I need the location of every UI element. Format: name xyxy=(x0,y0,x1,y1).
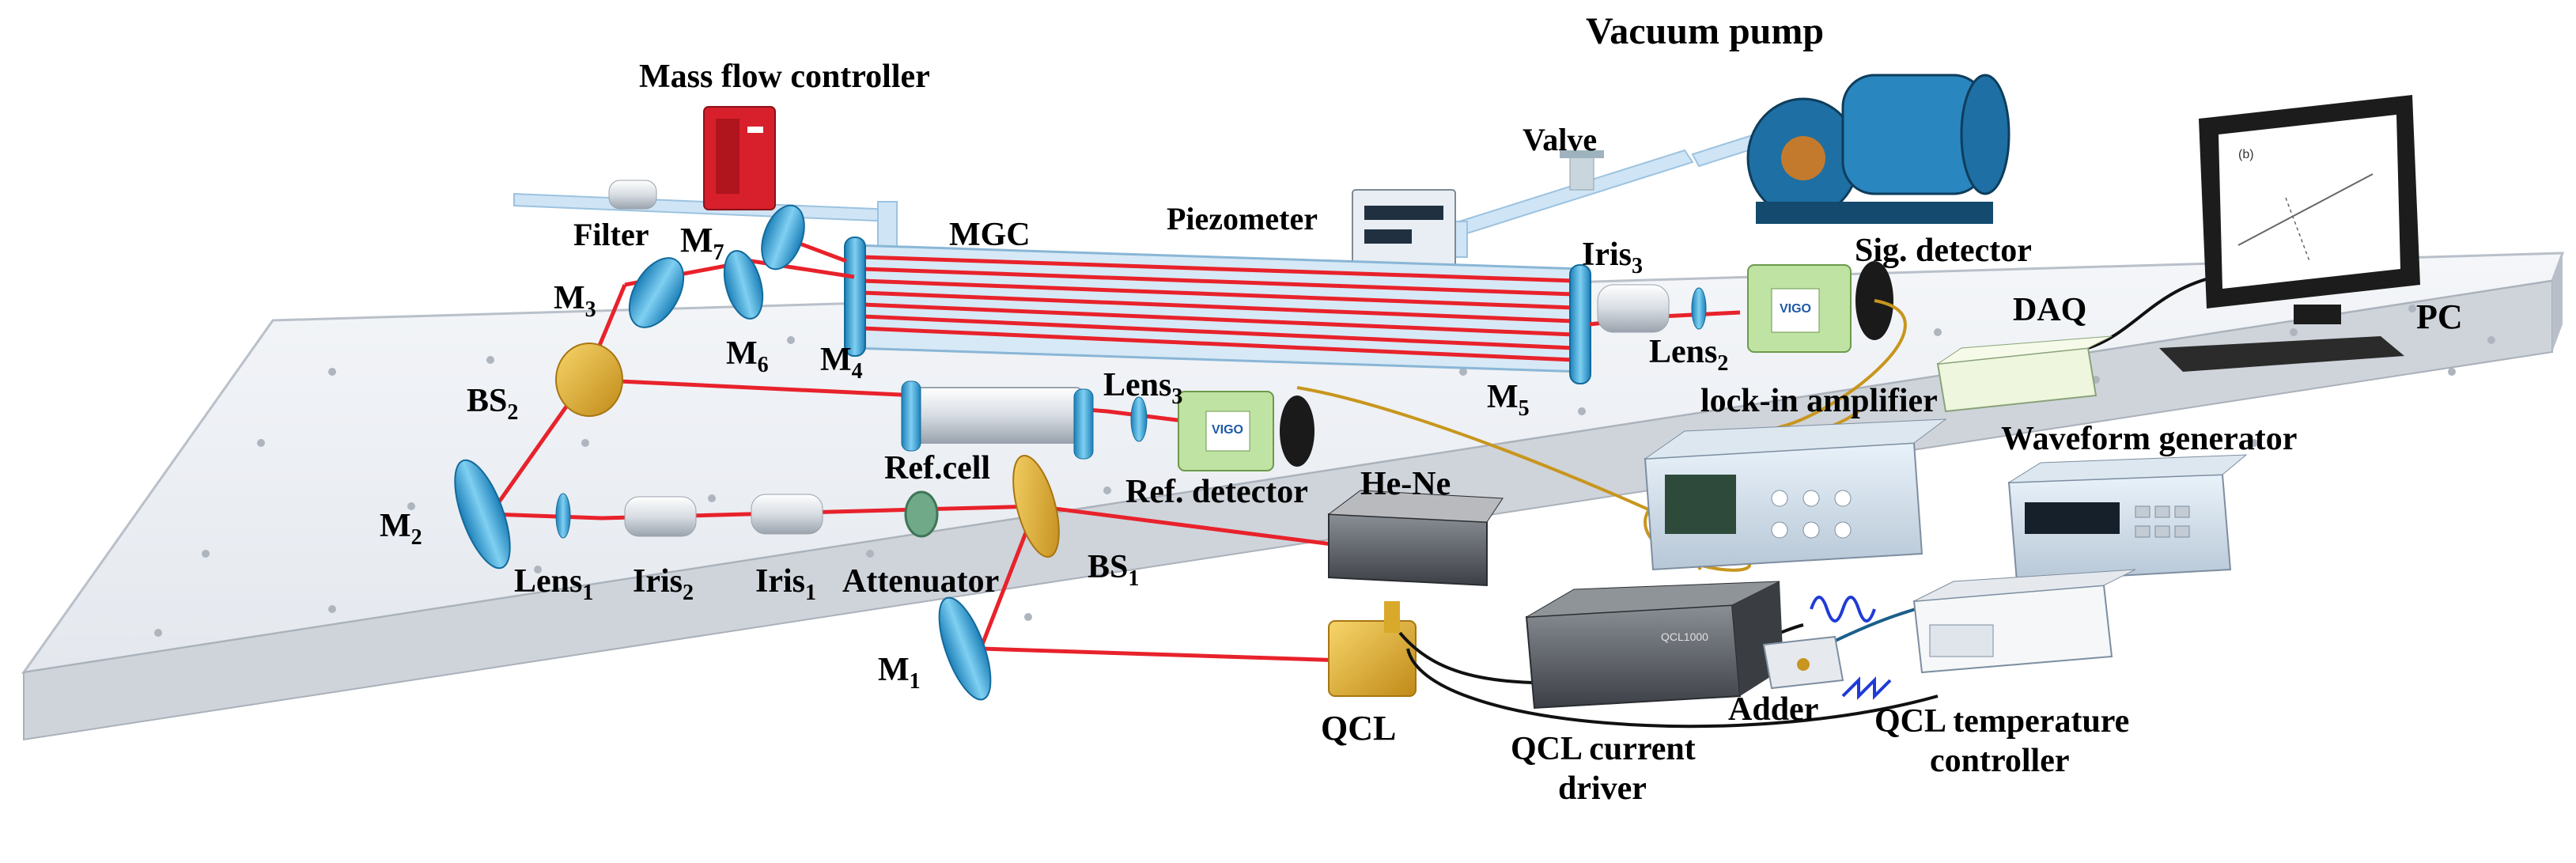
label-pc: PC xyxy=(2416,297,2463,336)
vacuum-pump xyxy=(1746,74,2010,224)
iris-2 xyxy=(624,496,697,537)
label-iris1: Iris1 xyxy=(755,563,816,605)
mirror-m4 xyxy=(844,237,866,357)
signal-detector: VIGO xyxy=(1747,261,1893,353)
mgc-beams xyxy=(861,255,1575,362)
hene-laser xyxy=(1327,490,1504,587)
label-mass-flow-controller: Mass flow controller xyxy=(639,59,930,95)
lens-3 xyxy=(1130,396,1148,442)
label-mgc: MGC xyxy=(949,217,1031,253)
label-qcl-temp-1: QCL temperature xyxy=(1874,703,2129,740)
pc: (b) xyxy=(2159,95,2420,372)
label-lockin: lock-in amplifier xyxy=(1700,383,1938,419)
label-ref-detector: Ref. detector xyxy=(1125,474,1308,510)
label-sig-detector: Sig. detector xyxy=(1855,233,2032,269)
mirror-m3 xyxy=(628,257,685,328)
label-attenuator: Attenuator xyxy=(842,563,999,600)
iris-1 xyxy=(751,494,823,535)
monitor-tag: (b) xyxy=(2238,148,2254,161)
adder-box xyxy=(1762,635,1844,690)
valve xyxy=(1560,150,1604,191)
beam-splitter-bs2 xyxy=(555,343,623,417)
lockin-amplifier xyxy=(1644,418,1947,571)
filter xyxy=(608,180,657,210)
beam-splitter-bs1 xyxy=(1012,454,1060,558)
label-m3: M3 xyxy=(554,280,596,322)
label-hene: He-Ne xyxy=(1360,466,1451,502)
label-qcl: QCL xyxy=(1321,709,1396,748)
iris-3 xyxy=(1597,284,1670,333)
qcl-laser xyxy=(1328,601,1417,697)
vigo-ref-text: VIGO xyxy=(1212,423,1243,437)
multipass-gas-cell xyxy=(844,237,1591,384)
label-qcl-temp-2: controller xyxy=(1930,743,2070,779)
label-m6: M6 xyxy=(726,335,769,377)
mirror-m6 xyxy=(723,250,764,320)
label-lens1: Lens1 xyxy=(514,563,593,605)
mirror-m5 xyxy=(1569,264,1591,384)
label-m1: M1 xyxy=(878,652,921,694)
reference-cell xyxy=(901,380,1094,460)
label-valve: Valve xyxy=(1523,122,1597,157)
label-filter: Filter xyxy=(573,217,649,252)
modulation-waveforms xyxy=(1810,596,1892,700)
label-ref-cell: Ref.cell xyxy=(884,450,990,486)
mirror-m1 xyxy=(938,596,992,701)
label-lens3: Lens3 xyxy=(1103,367,1182,409)
driver-model-text: QCL1000 xyxy=(1661,630,1708,643)
lens-1 xyxy=(555,493,571,539)
label-m4: M4 xyxy=(820,342,863,384)
mass-flow-controller xyxy=(703,106,776,210)
labels: Vacuum pump Mass flow controller Valve P… xyxy=(380,10,2463,807)
attenuator xyxy=(904,490,939,538)
label-adder: Adder xyxy=(1728,691,1818,728)
label-bs1: BS1 xyxy=(1088,549,1139,591)
mirror-m2 xyxy=(454,459,511,570)
label-bs2: BS2 xyxy=(467,383,518,425)
label-iris3: Iris3 xyxy=(1582,237,1643,278)
table-side xyxy=(2552,253,2563,352)
label-vacuum-pump: Vacuum pump xyxy=(1586,10,1824,52)
label-m2: M2 xyxy=(380,508,422,550)
qcl-current-driver: QCL1000 xyxy=(1525,581,1784,710)
piezometer xyxy=(1352,189,1456,270)
label-iris2: Iris2 xyxy=(633,563,694,605)
lens-2 xyxy=(1691,287,1707,330)
label-lens2: Lens2 xyxy=(1649,334,1728,376)
mirror-m7 xyxy=(761,204,805,271)
label-m5: M5 xyxy=(1487,379,1530,421)
label-daq: DAQ xyxy=(2013,292,2086,328)
label-qcl-driver-2: driver xyxy=(1558,770,1647,807)
qcl-temperature-controller xyxy=(1912,569,2136,674)
label-qcl-driver-1: QCL current xyxy=(1511,731,1696,767)
label-m7: M7 xyxy=(680,221,724,265)
vigo-sig-text: VIGO xyxy=(1780,302,1811,316)
label-waveform: Waveform generator xyxy=(2001,421,2297,457)
label-piezometer: Piezometer xyxy=(1167,201,1318,237)
daq xyxy=(1936,335,2113,413)
reference-detector: VIGO xyxy=(1178,391,1314,471)
waveform-generator xyxy=(2007,454,2248,583)
